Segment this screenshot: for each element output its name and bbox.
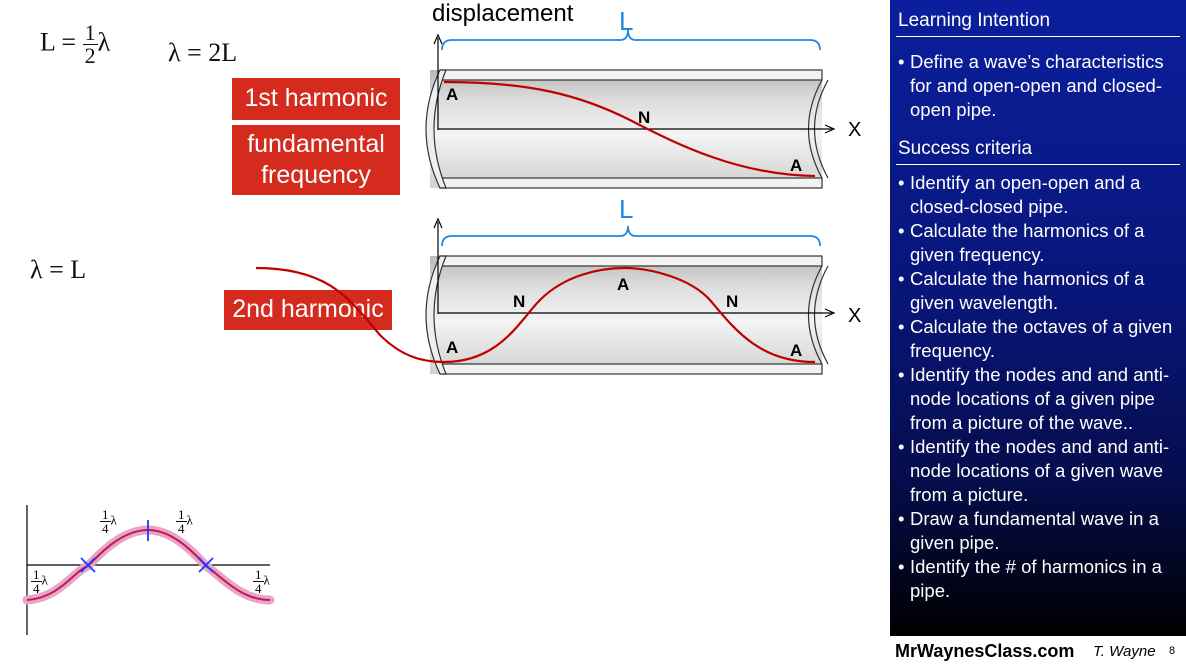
list-item: •Identify the # of harmonics in a pipe.: [898, 556, 1162, 601]
pipe-2-middle-antinode-label: A: [617, 275, 630, 294]
pipe-2: [425, 255, 829, 375]
equation-lhs: L =: [40, 27, 77, 57]
pipe-1-left-antinode-label: A: [446, 85, 459, 104]
site-name: MrWaynesClass.com: [895, 641, 1075, 661]
node-mark-left-icon: [80, 557, 96, 573]
pipe-2-body: [430, 256, 822, 374]
label-fundamental-frequency: fundamental frequency: [232, 125, 400, 195]
first-harmonic-wave: [443, 80, 816, 178]
node-mark-right-icon: [198, 557, 214, 573]
equation-lambda-l: λ = L: [30, 255, 87, 284]
pipe-2-top-wall: [439, 255, 823, 267]
page-number: 8: [1169, 645, 1176, 657]
y-axis-arrow-icon: [433, 33, 443, 45]
success-criteria-heading: Success criteria: [898, 138, 1033, 159]
author-name: T. Wayne: [1093, 643, 1156, 660]
heading-divider: [896, 164, 1180, 165]
pipe-2-left-lip: [425, 255, 447, 375]
y-axis-arrow-icon: [433, 217, 443, 229]
pipes-diagram: [22, 29, 836, 635]
list-item: •Define a wave’s characteristics for and…: [898, 51, 1164, 120]
fraction-half: 1 2: [82, 20, 98, 68]
pipe-1-left-lip: [425, 69, 447, 189]
list-item: •Calculate the harmonics of a given freq…: [898, 220, 1145, 265]
pipe-1-bottom-wall: [439, 177, 823, 189]
pipe-1-node-label: N: [638, 108, 651, 127]
lambda-symbol: λ: [97, 27, 111, 57]
pipe-2-bottom-wall: [439, 363, 823, 375]
length-brace-1: [441, 29, 821, 51]
equation-l-half-lambda: L = 1 2 λ: [40, 22, 110, 67]
displacement-axis-label: displacement: [432, 0, 574, 27]
length-brace-2: [441, 225, 821, 247]
pipe-2-node-2-label: N: [726, 292, 739, 311]
success-criteria-list: •Identify an open-open and a closed-clos…: [890, 171, 1186, 603]
heading-divider: [896, 36, 1180, 37]
footer: MrWaynesClass.com T. Wayne 8: [893, 640, 1186, 667]
pipe-1-top-wall: [439, 69, 823, 81]
second-harmonic-wave: [255, 266, 816, 364]
pipe-2-left-antinode-label: A: [446, 338, 459, 357]
list-item: •Identify the nodes and and anti-node lo…: [898, 364, 1170, 433]
label-first-harmonic: 1st harmonic: [232, 78, 400, 120]
fraction-denominator: 2: [84, 43, 96, 68]
x-axis-arrow-icon: [824, 308, 836, 318]
fraction-numerator: 1: [82, 20, 98, 45]
pipe-1-right-antinode-label: A: [790, 156, 803, 175]
list-item: •Draw a fundamental wave in a given pipe…: [898, 508, 1159, 553]
learning-intention-list: •Define a wave’s characteristics for and…: [890, 50, 1186, 122]
label-second-harmonic: 2nd harmonic: [224, 290, 392, 330]
x-axis-arrow-icon: [824, 124, 836, 134]
equation-lambda-2l: λ = 2L: [168, 38, 238, 67]
pipe-2-axes: [433, 217, 836, 318]
pipe-1-axes: [433, 33, 836, 134]
list-item: •Identify an open-open and a closed-clos…: [898, 172, 1141, 217]
pipe-2-node-1-label: N: [513, 292, 526, 311]
pipe-1-x-axis-label: X: [848, 119, 862, 141]
objectives-panel: Learning Intention •Define a wave’s char…: [890, 0, 1186, 636]
pipe-2-length-label: L: [619, 194, 634, 224]
list-item: •Identify the nodes and and anti-node lo…: [898, 436, 1170, 505]
list-item: •Calculate the harmonics of a given wave…: [898, 268, 1145, 313]
pipe-2-x-axis-label: X: [848, 305, 862, 327]
pipe-2-right-antinode-label: A: [790, 341, 803, 360]
list-item: •Calculate the octaves of a given freque…: [898, 316, 1173, 361]
pipe-1-length-label: L: [619, 6, 634, 36]
learning-intention-heading: Learning Intention: [898, 10, 1051, 31]
quarter-wave-diagram: [22, 505, 275, 635]
